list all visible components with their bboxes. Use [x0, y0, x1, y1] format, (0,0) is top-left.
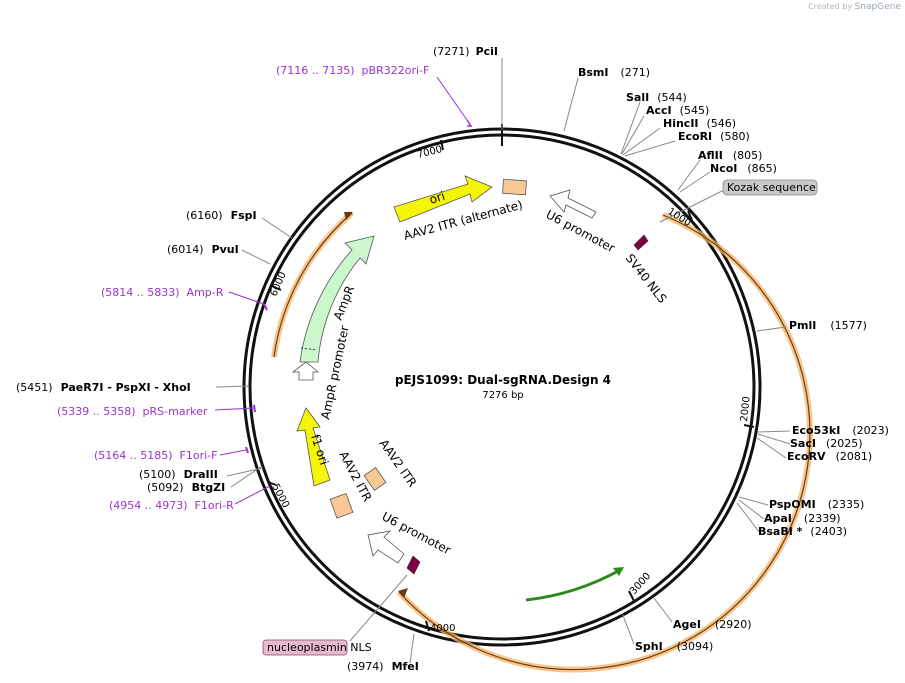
- left-leaders: [215, 217, 415, 664]
- kozak-box: [722, 179, 818, 196]
- ampr-arrow: [299, 235, 375, 363]
- plasmid-name: pEJS1099: Dual-sgRNA.Design 4: [395, 373, 611, 387]
- site-saci: SacI(2025): [790, 437, 863, 450]
- orf-arc-right-line: [398, 214, 811, 671]
- site-bsmi: BsmI(271): [578, 66, 650, 79]
- tick-1000: [687, 210, 693, 221]
- primer-labels: (7116 .. 7135) pBR322ori-F (5814 .. 5833…: [57, 64, 429, 512]
- tick-label-7000: 7000: [416, 144, 443, 161]
- tick-3000: [628, 590, 635, 602]
- aav2-itr-box-1: [363, 467, 387, 491]
- site-draiii: (5100)DraIII: [139, 468, 218, 481]
- ruler-ticks: [267, 139, 755, 632]
- site-xhoi: (5451)PaeR7I - PspXI - XhoI: [16, 381, 191, 394]
- aav2-itr-alt-box: [502, 178, 527, 196]
- tick-7000: [440, 139, 444, 151]
- primer-leaders: [214, 76, 468, 505]
- site-ncoi: NcoI(865): [710, 162, 777, 175]
- right-leaders: [563, 77, 791, 645]
- plasmid-size: 7276 bp: [482, 390, 523, 401]
- sv40-nls-marker: [633, 234, 649, 251]
- site-hincii: HincII(546): [663, 117, 736, 130]
- right-site-labels: BsmI(271) SalI(544) AccI(545) HincII(546…: [578, 66, 889, 653]
- ampr-separator: [300, 347, 318, 351]
- ampr-promoter-arrow: [291, 361, 320, 381]
- green-arrow: [525, 568, 621, 602]
- site-fspi: (6160)FspI: [186, 209, 257, 222]
- orf-arrow-head: [398, 588, 408, 598]
- tick-6000: [271, 285, 282, 291]
- sv40-nls-label: SV40 NLS: [623, 251, 670, 305]
- site-pmli: PmlI(1577): [789, 319, 867, 332]
- site-bsabi: BsaBI *(2403): [758, 525, 847, 538]
- snapgene-logo: SnapGene: [854, 2, 901, 12]
- primer-mark-f1orif: [245, 446, 249, 454]
- site-sali: SalI(544): [626, 91, 687, 104]
- orf-left-arrow-head: [344, 212, 353, 220]
- nucleoplasmin-leader: [349, 574, 408, 642]
- primer-pbr322ori: (7116 .. 7135) pBR322ori-F: [276, 64, 429, 77]
- snapgene-credit: Created by SnapGene: [808, 2, 901, 12]
- tick-4000: [425, 620, 430, 632]
- tick-label-4000: 4000: [430, 623, 455, 634]
- ampr-promoter-label: AmpR promoter: [318, 324, 352, 420]
- green-arrow-head: [613, 567, 624, 576]
- u6-promoter-arrow-2: [367, 530, 405, 564]
- u6-promoter-label-1: U6 promoter: [544, 207, 618, 255]
- u6-promoter-arrow-1: [549, 189, 597, 219]
- ori-label: ori: [428, 189, 447, 207]
- site-pcii: (7271)PciI: [433, 45, 498, 58]
- primer-mark-ampr: [263, 303, 268, 311]
- aav2-itr-box-2: [329, 493, 354, 519]
- left-site-labels: (3974)MfeI (5092)BtgZI (5100)DraIII (545…: [16, 209, 419, 673]
- primer-mark-pbr322ori: [466, 119, 473, 127]
- credit-prefix: Created by: [808, 2, 853, 11]
- nucleoplasmin-box: [262, 639, 348, 656]
- primer-f1orir: (4954 .. 4973) F1ori-R: [109, 499, 234, 512]
- site-pspomi: PspOMI(2335): [769, 498, 864, 511]
- site-agei: AgeI(2920): [673, 618, 752, 631]
- site-pvui: (6014)PvuI: [167, 243, 239, 256]
- site-btgzi: (5092)BtgZI: [147, 481, 225, 494]
- site-aflii: AflII(805): [698, 149, 762, 162]
- nucleoplasmin-label: nucleoplasmin NLS: [267, 641, 372, 654]
- kozak-leader: [659, 189, 725, 223]
- kozak-label: Kozak sequence: [727, 181, 816, 194]
- tick-5000: [267, 481, 277, 486]
- nucleoplasmin-nls-marker: [406, 555, 421, 575]
- site-ecori: EcoRI(580): [678, 130, 750, 143]
- primer-f1orif: (5164 .. 5185) F1ori-F: [94, 449, 217, 462]
- tick-2000: [743, 424, 755, 428]
- primer-ampr: (5814 .. 5833) Amp-R: [101, 286, 224, 299]
- ori-arrow: [393, 175, 493, 223]
- site-acci: AccI(545): [646, 104, 709, 117]
- primer-prs: (5339 .. 5358) pRS-marker: [57, 405, 208, 418]
- orf-arc-left-line: [273, 212, 353, 358]
- primer-mark-prs: [253, 404, 256, 413]
- site-eco53ki: Eco53kI(2023): [792, 424, 889, 437]
- tick-label-6000: 6000: [269, 270, 289, 298]
- site-apai: ApaI(2339): [764, 512, 840, 525]
- site-mfei: (3974)MfeI: [347, 660, 419, 673]
- site-sphi: SphI(3094): [635, 640, 713, 653]
- f1-ori-arrow: [296, 407, 331, 487]
- tick-label-2000: 2000: [739, 396, 753, 422]
- site-ecorv: EcoRV(2081): [787, 450, 872, 463]
